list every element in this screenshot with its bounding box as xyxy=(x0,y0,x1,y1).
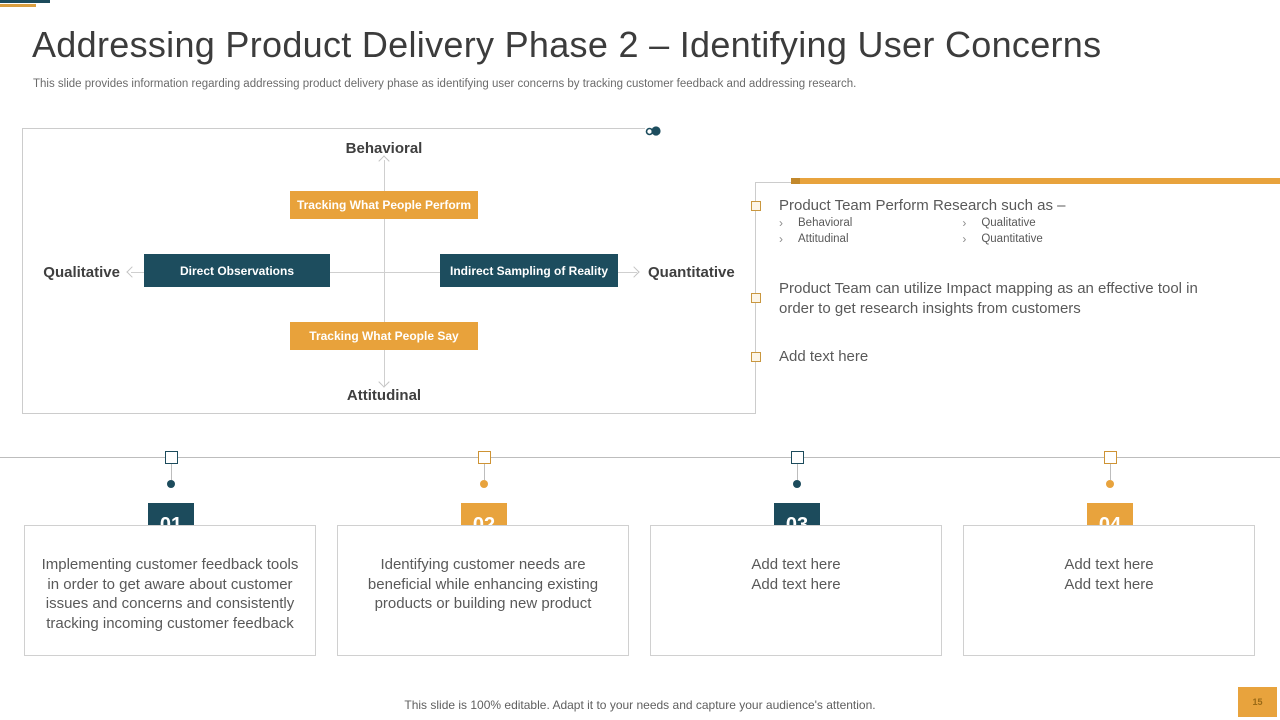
milestone-square-icon xyxy=(165,451,178,464)
step-card: Add text here Add text here xyxy=(650,525,942,656)
page-number-badge: 15 xyxy=(1238,687,1277,717)
timeline-line xyxy=(0,457,1280,458)
page-subtitle: This slide provides information regardin… xyxy=(33,78,857,90)
bullet-marker-icon xyxy=(751,352,761,362)
arrow-left-icon xyxy=(126,266,138,278)
bullet-marker-icon xyxy=(751,293,761,303)
bullet-add-text-placeholder[interactable]: Add text here xyxy=(779,348,869,365)
step-card: Implementing customer feedback tools in … xyxy=(24,525,316,656)
quadrant-frame-top xyxy=(22,128,645,129)
sub-bullet-label: Attitudinal xyxy=(798,233,849,245)
research-sub-list: › Behavioral › Attitudinal › Qualitative… xyxy=(779,215,1043,247)
milestone-square-icon xyxy=(1104,451,1117,464)
sub-bullet-behavioral: › Behavioral xyxy=(779,215,852,231)
chevron-bullet-icon: › xyxy=(779,232,783,246)
step-card-text: Implementing customer feedback tools in … xyxy=(41,556,299,632)
milestone-dot-icon xyxy=(793,480,801,488)
quadrant-box-indirect-sampling: Indirect Sampling of Reality xyxy=(440,254,618,287)
milestone-dot-icon xyxy=(480,480,488,488)
milestone-stem xyxy=(484,464,485,480)
step-card-text-placeholder[interactable]: Add text here Add text here xyxy=(1064,556,1154,593)
chevron-bullet-icon: › xyxy=(779,216,783,230)
axis-label-quantitative: Quantitative xyxy=(648,264,735,281)
arrow-up-icon xyxy=(378,155,390,167)
axis-label-attitudinal: Attitudinal xyxy=(346,387,422,404)
arrow-down-icon xyxy=(378,376,390,388)
quadrant-box-tracking-perform: Tracking What People Perform xyxy=(290,191,478,219)
highlight-bar xyxy=(791,178,1280,184)
quadrant-box-tracking-say: Tracking What People Say xyxy=(290,322,478,350)
eye-icon xyxy=(643,124,662,143)
axis-label-behavioral: Behavioral xyxy=(345,140,423,157)
quadrant-box-direct-observations: Direct Observations xyxy=(144,254,330,287)
sub-bullet-label: Quantitative xyxy=(981,233,1043,245)
quadrant-frame-left xyxy=(22,128,23,413)
bullet-research-title: Product Team Perform Research such as – xyxy=(779,197,1066,214)
sub-bullet-label: Qualitative xyxy=(981,217,1036,229)
research-sub-col-right: › Qualitative › Quantitative xyxy=(962,215,1042,247)
sub-bullet-label: Behavioral xyxy=(798,217,853,229)
bullet-impact-mapping: Product Team can utilize Impact mapping … xyxy=(779,280,1198,317)
footer-note: This slide is 100% editable. Adapt it to… xyxy=(404,698,876,712)
horizontal-axis xyxy=(131,272,637,273)
milestone-square-icon xyxy=(791,451,804,464)
top-accent-teal-bar xyxy=(0,0,50,3)
step-card-text-placeholder[interactable]: Add text here Add text here xyxy=(751,556,841,593)
milestone-dot-icon xyxy=(1106,480,1114,488)
research-sub-col-left: › Behavioral › Attitudinal xyxy=(779,215,852,247)
step-card-text: Identifying customer needs are beneficia… xyxy=(367,556,599,612)
chevron-bullet-icon: › xyxy=(962,216,967,230)
top-accent-orange-bar xyxy=(0,4,36,7)
sub-bullet-qualitative: › Qualitative xyxy=(962,215,1042,231)
arrow-right-icon xyxy=(628,266,640,278)
step-card: Identifying customer needs are beneficia… xyxy=(337,525,629,656)
vertical-axis xyxy=(384,160,385,386)
bracket-connector xyxy=(755,182,792,183)
milestone-dot-icon xyxy=(167,480,175,488)
sub-bullet-attitudinal: › Attitudinal xyxy=(779,231,852,247)
step-card: Add text here Add text here xyxy=(963,525,1255,656)
page-number: 15 xyxy=(1252,697,1263,707)
bullet-marker-icon xyxy=(751,201,761,211)
milestone-stem xyxy=(171,464,172,480)
axis-label-qualitative: Qualitative xyxy=(43,264,120,281)
sub-bullet-quantitative: › Quantitative xyxy=(962,231,1042,247)
quadrant-frame-bottom xyxy=(22,413,756,414)
highlight-bar-cap xyxy=(791,178,800,184)
milestone-square-icon xyxy=(478,451,491,464)
milestone-stem xyxy=(797,464,798,480)
chevron-bullet-icon: › xyxy=(962,232,967,246)
page-title: Addressing Product Delivery Phase 2 – Id… xyxy=(32,24,1102,65)
milestone-stem xyxy=(1110,464,1111,480)
